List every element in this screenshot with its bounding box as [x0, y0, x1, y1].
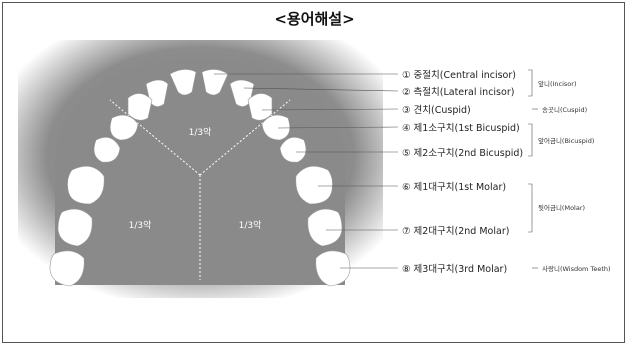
- tooth-2nd-bicuspid-left: [93, 137, 121, 163]
- group-label-wisdom: 사랑니(Wisdom Teeth): [542, 264, 611, 273]
- group-label-incisor: 앞니(Incisor): [538, 79, 576, 88]
- tooth-1st-molar-right: [295, 165, 333, 205]
- tooth-central-incisor-left: [169, 69, 197, 96]
- tooth-2nd-bicuspid-right: [279, 137, 307, 163]
- tooth-cuspid-right: [247, 93, 273, 121]
- leader-lines: [214, 73, 399, 269]
- label-lateral-incisor: ② 측절치(Lateral incisor): [402, 86, 514, 98]
- group-label-molar: 뒷어금니(Molar): [538, 203, 585, 212]
- label-1st-molar: ⑥ 제1대구치(1st Molar): [402, 181, 506, 193]
- group-label-cuspid: 송곳니(Cuspid): [542, 105, 587, 114]
- group-label-bicuspid: 앞어금니(Bicuspid): [538, 136, 594, 145]
- tooth-1st-bicuspid-right: [261, 114, 291, 141]
- group-brackets: [528, 69, 538, 269]
- label-2nd-molar: ⑦ 제2대구치(2nd Molar): [402, 225, 509, 237]
- tooth-3rd-molar-left: [49, 250, 85, 287]
- label-central-incisor: ① 중절치(Central incisor): [402, 69, 516, 81]
- label-3rd-molar: ⑧ 제3대구치(3rd Molar): [402, 263, 507, 275]
- label-2nd-bicuspid: ⑤ 제2소구치(2nd Bicuspid): [402, 147, 523, 159]
- label-cuspid: ③ 견치(Cuspid): [402, 104, 471, 116]
- tooth-central-incisor-right: [201, 69, 229, 96]
- region-label-top: 1/3악: [189, 126, 212, 138]
- region-label-left: 1/3악: [129, 219, 152, 231]
- diagram-title: <용어해설>: [274, 10, 355, 28]
- tooth-2nd-molar-left: [57, 208, 93, 247]
- region-label-right: 1/3악: [239, 219, 262, 231]
- tooth-1st-molar-left: [67, 165, 105, 205]
- teeth: [49, 69, 351, 287]
- tooth-1st-bicuspid-left: [109, 114, 139, 141]
- tooth-3rd-molar-right: [315, 250, 351, 287]
- tooth-cuspid-left: [127, 93, 153, 121]
- label-1st-bicuspid: ④ 제1소구치(1st Bicuspid): [402, 122, 520, 134]
- region-dividers: [109, 99, 291, 280]
